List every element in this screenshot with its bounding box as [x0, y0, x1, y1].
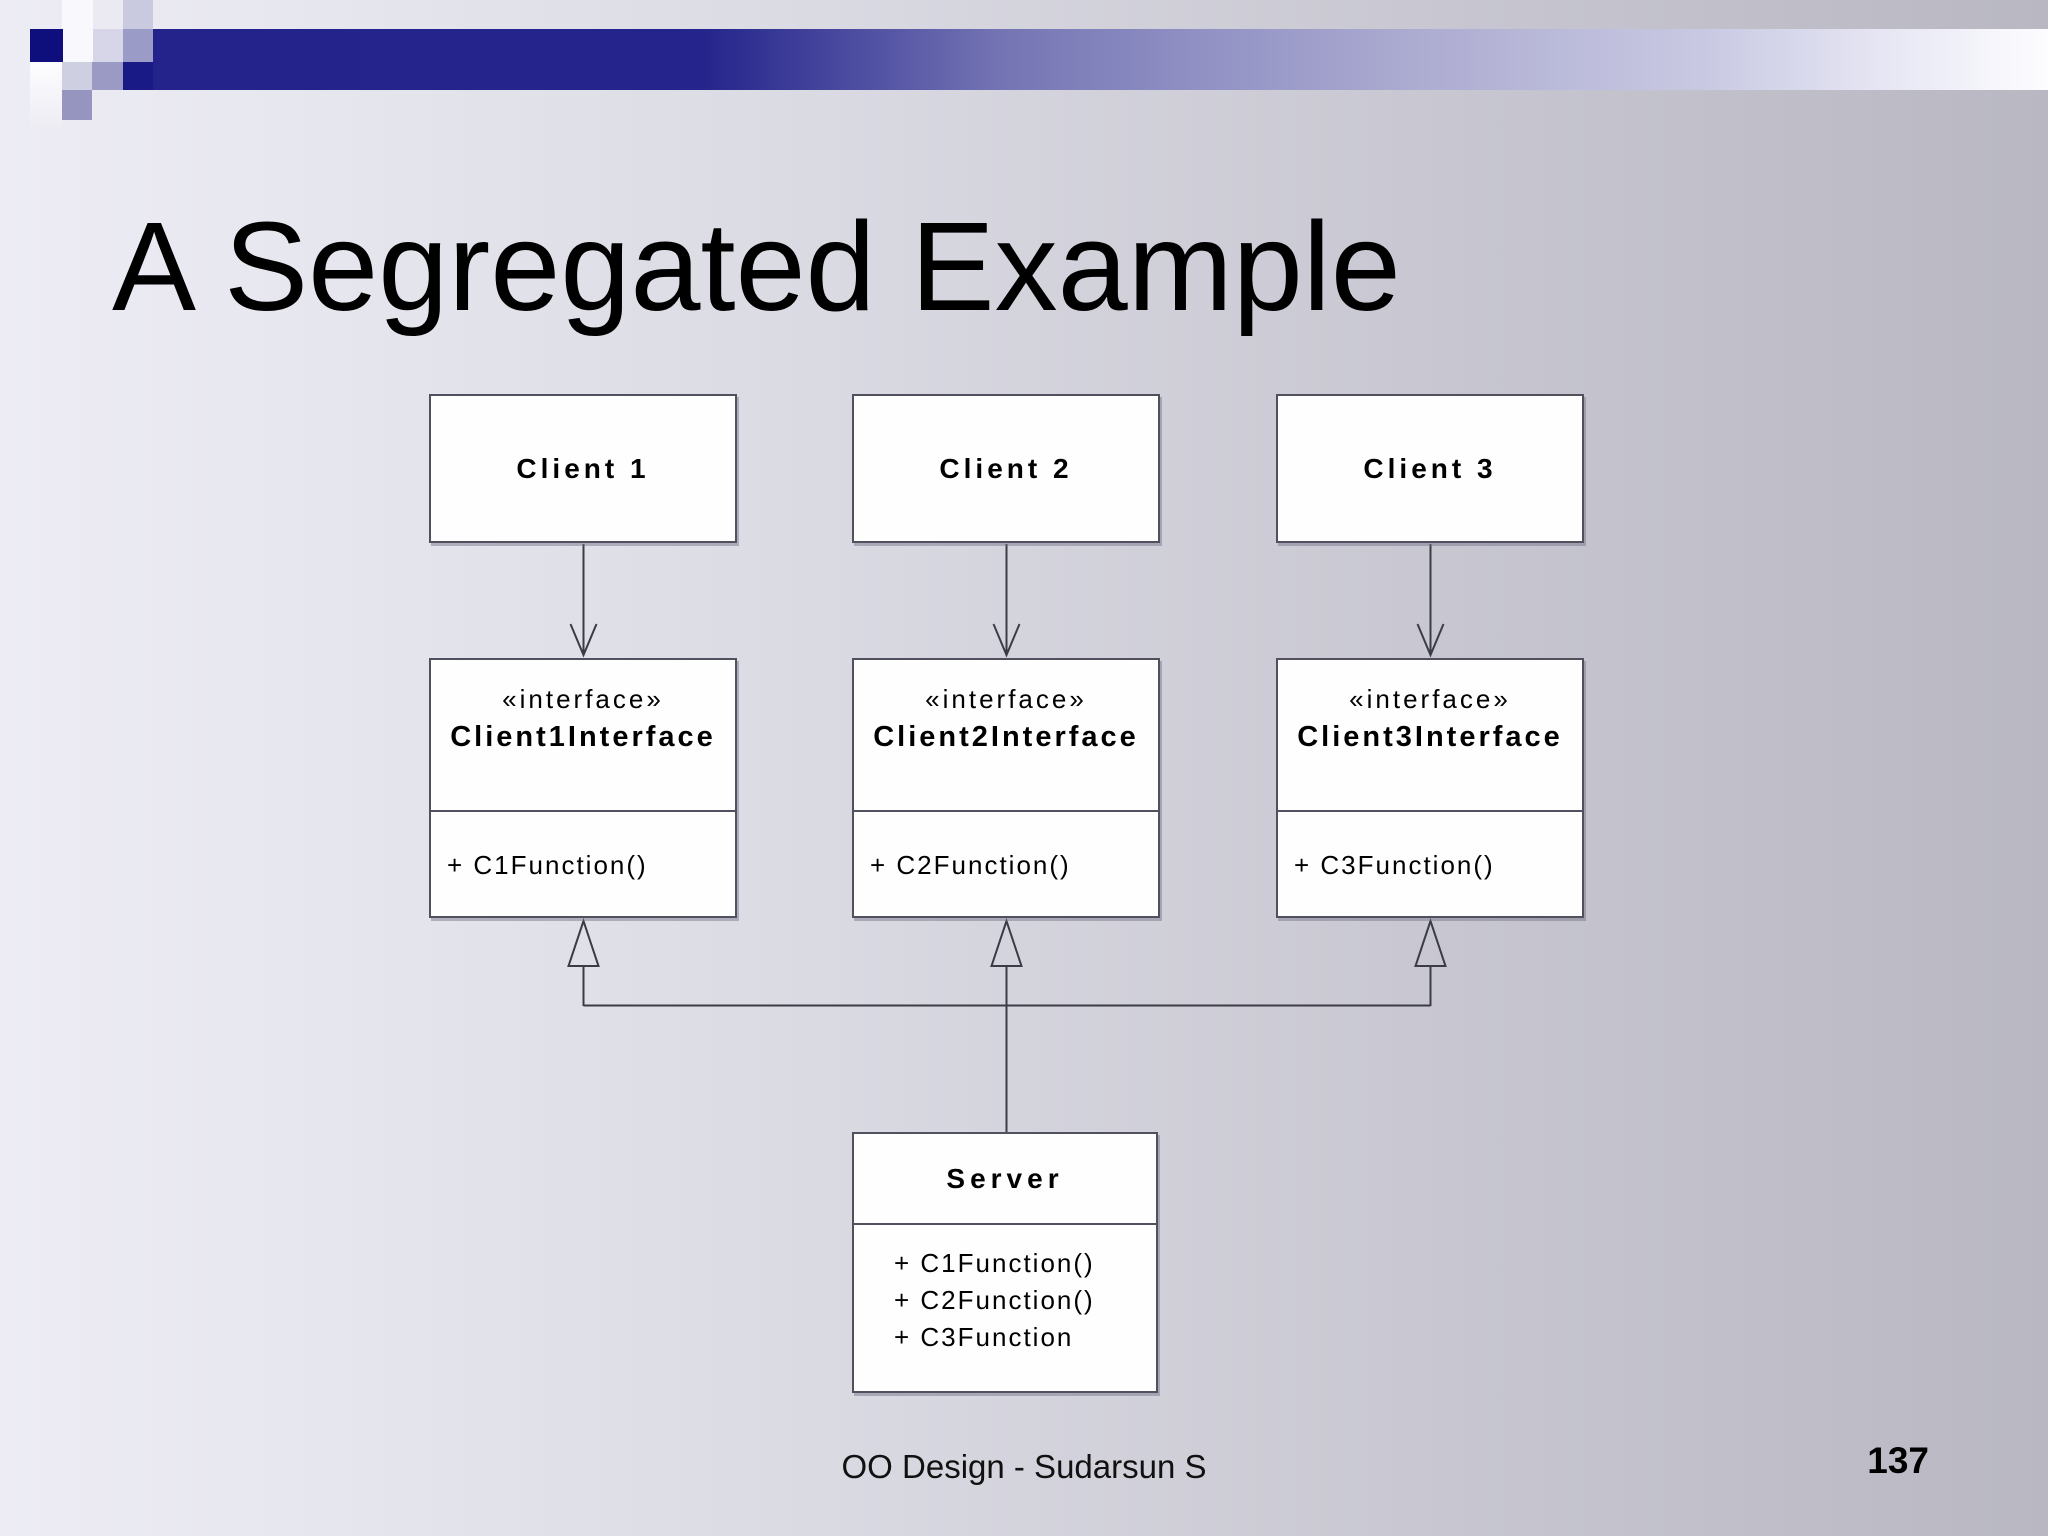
deco-square-medium-2 — [92, 62, 123, 90]
realization-triangle-interface3 — [1414, 917, 1447, 967]
deco-square-medium-1 — [123, 29, 153, 62]
server-methods-compartment: + C1Function() + C2Function() + C3Functi… — [854, 1225, 1156, 1356]
class-box-client1: Client 1 — [429, 394, 737, 543]
dependency-arrowhead-client2 — [992, 623, 1021, 658]
class-box-server: Server + C1Function() + C2Function() + C… — [852, 1132, 1158, 1393]
deco-white-band-left — [30, 62, 63, 132]
deco-square-medium-3 — [62, 90, 92, 120]
realization-triangle-interface2 — [990, 917, 1023, 967]
server-method: + C2Function() — [894, 1285, 1095, 1315]
interface-box-client2interface: «interface» Client2Interface + C2Functio… — [852, 658, 1160, 918]
class-name-server: Server — [946, 1162, 1064, 1194]
dependency-arrowhead-client1 — [569, 623, 598, 658]
deco-white-band-top — [62, 0, 93, 62]
slide-title: A Segregated Example — [112, 196, 1401, 337]
interface-name: Client1Interface — [450, 721, 716, 753]
slide-footer: OO Design - Sudarsun S — [841, 1448, 1207, 1485]
interface-name: Client2Interface — [873, 721, 1139, 753]
interface-methods-compartment: + C2Function() — [854, 812, 1158, 918]
server-method: + C1Function() — [894, 1248, 1095, 1278]
interface-method: + C1Function() — [447, 849, 648, 880]
header-bar — [153, 29, 2048, 90]
interface-header: «interface» Client3Interface — [1278, 660, 1582, 812]
server-method: + C3Function — [894, 1322, 1074, 1352]
deco-square-navy — [30, 29, 63, 62]
interface-stereotype: «interface» — [1349, 684, 1511, 714]
interface-stereotype: «interface» — [925, 684, 1087, 714]
dependency-arrowhead-client3 — [1416, 623, 1445, 658]
realization-triangle-interface1 — [567, 917, 600, 967]
deco-square-light-1 — [93, 29, 123, 62]
interface-methods-compartment: + C1Function() — [431, 812, 735, 918]
interface-box-client1interface: «interface» Client1Interface + C1Functio… — [429, 658, 737, 918]
class-box-client2: Client 2 — [852, 394, 1160, 543]
class-name-client2: Client 2 — [939, 452, 1073, 484]
interface-box-client3interface: «interface» Client3Interface + C3Functio… — [1276, 658, 1584, 918]
class-name-client3: Client 3 — [1363, 452, 1497, 484]
deco-square-light-2 — [62, 62, 92, 90]
interface-header: «interface» Client2Interface — [854, 660, 1158, 812]
interface-stereotype: «interface» — [502, 684, 664, 714]
deco-square-lavender-top — [123, 0, 153, 29]
server-header: Server — [854, 1134, 1156, 1225]
interface-header: «interface» Client1Interface — [431, 660, 735, 812]
interface-method: + C3Function() — [1294, 849, 1495, 880]
interface-method: + C2Function() — [870, 849, 1071, 880]
interface-name: Client3Interface — [1297, 721, 1563, 753]
class-box-client3: Client 3 — [1276, 394, 1584, 543]
interface-methods-compartment: + C3Function() — [1278, 812, 1582, 918]
deco-square-navy-step — [123, 62, 153, 90]
page-number: 137 — [1867, 1440, 1929, 1481]
class-name-client1: Client 1 — [516, 452, 650, 484]
